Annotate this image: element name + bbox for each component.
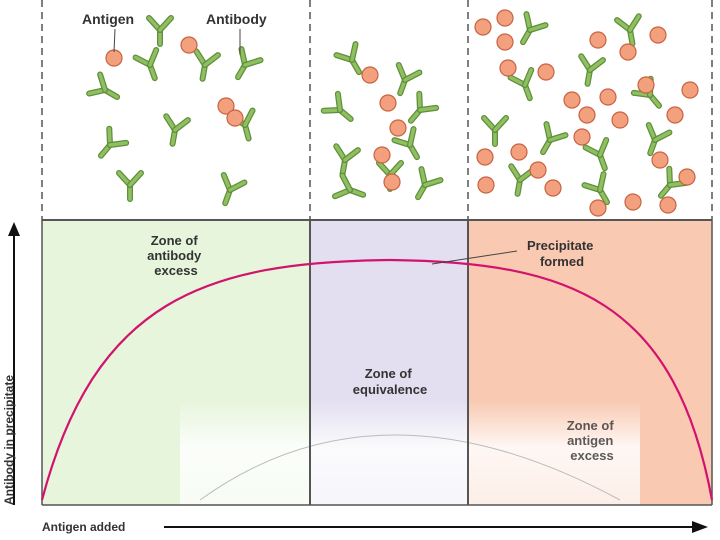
antigen-icon bbox=[619, 43, 637, 61]
antibody-icon bbox=[86, 71, 121, 100]
antibody-icon bbox=[540, 121, 569, 156]
antigen-icon bbox=[496, 9, 514, 27]
antibody-icon bbox=[391, 126, 420, 161]
antibody-icon bbox=[645, 121, 673, 157]
antigen-icon bbox=[477, 176, 495, 194]
antigen-icon bbox=[389, 119, 407, 137]
precipitate-label: Precipitate formed bbox=[527, 238, 597, 269]
antigen-icon bbox=[563, 91, 581, 109]
antigen-icon bbox=[105, 49, 123, 67]
antibody-icon bbox=[395, 61, 423, 97]
antigen-icon bbox=[624, 193, 642, 211]
antibody-icon bbox=[116, 170, 144, 202]
x-axis-arrowhead bbox=[692, 521, 708, 533]
antigen-icon bbox=[649, 26, 667, 44]
antigen-icon bbox=[510, 143, 528, 161]
antibody-icon bbox=[320, 90, 354, 122]
zone-antigen-excess-label: Zone of antigen excess bbox=[567, 418, 618, 463]
antibody-icon bbox=[193, 48, 221, 82]
antigen-icon bbox=[611, 111, 629, 129]
antigen-icon bbox=[544, 179, 562, 197]
y-axis-label: Antibody in precipitate bbox=[2, 375, 16, 505]
antigen-icon bbox=[537, 63, 555, 81]
antigen-icon bbox=[379, 94, 397, 112]
antigen-icon bbox=[681, 81, 699, 99]
precipitate-pointer bbox=[431, 250, 518, 265]
antigen-icon bbox=[499, 59, 517, 77]
antibody-icon bbox=[507, 66, 535, 102]
ghost-curve bbox=[199, 434, 621, 501]
antibody-icon bbox=[333, 143, 361, 177]
antibody-label: Antibody bbox=[206, 11, 267, 27]
antibody-icon bbox=[582, 136, 610, 172]
antibody-icon bbox=[220, 171, 248, 207]
antibody-icon bbox=[331, 172, 367, 200]
x-axis-label: Antigen added bbox=[42, 520, 125, 534]
antigen-icon bbox=[180, 36, 198, 54]
antigen-icon bbox=[474, 18, 492, 36]
antigen-icon bbox=[637, 76, 655, 94]
antigen-icon bbox=[476, 148, 494, 166]
antigen-icon bbox=[383, 173, 401, 191]
antibody-icon bbox=[132, 46, 160, 82]
antigen-icon bbox=[678, 168, 696, 186]
antigen-icon bbox=[666, 106, 684, 124]
zone-equivalence-label: Zone of equivalence bbox=[353, 366, 427, 397]
antibody-icon bbox=[146, 15, 174, 47]
antibody-icon bbox=[163, 113, 191, 147]
antigen-icon bbox=[589, 199, 607, 217]
antibody-icon bbox=[408, 90, 440, 124]
precipitation-curve bbox=[40, 258, 714, 501]
antibody-icon bbox=[235, 46, 264, 81]
antigen-icon bbox=[573, 128, 591, 146]
antibody-icon bbox=[98, 125, 130, 159]
antibody-icon bbox=[578, 53, 606, 87]
antigen-icon bbox=[373, 146, 391, 164]
antibody-icon bbox=[333, 41, 362, 76]
ghost-overlay bbox=[180, 400, 640, 505]
molecule-illustrations bbox=[86, 9, 699, 217]
antigen-icon bbox=[659, 196, 677, 214]
antibody-icon bbox=[415, 166, 444, 201]
zone-antibody-excess-label: Zone of antibody excess bbox=[147, 233, 205, 278]
antibody-icon bbox=[581, 171, 610, 206]
antigen-pointer bbox=[113, 28, 116, 53]
antigen-icon bbox=[651, 151, 669, 169]
antibody-icon bbox=[508, 163, 536, 197]
antibody-icon bbox=[614, 13, 642, 47]
antigen-icon bbox=[496, 33, 514, 51]
antibody-icon bbox=[481, 115, 509, 147]
antigen-icon bbox=[599, 88, 617, 106]
antigen-icon bbox=[589, 31, 607, 49]
antigen-icon bbox=[529, 161, 547, 179]
antigen-icon bbox=[226, 109, 244, 127]
antigen-icon bbox=[217, 97, 235, 115]
antigen-label: Antigen bbox=[82, 11, 134, 27]
antigen-icon bbox=[578, 106, 596, 124]
antigen-icon bbox=[361, 66, 379, 84]
y-axis-arrowhead bbox=[8, 222, 20, 236]
antibody-icon bbox=[520, 11, 549, 46]
